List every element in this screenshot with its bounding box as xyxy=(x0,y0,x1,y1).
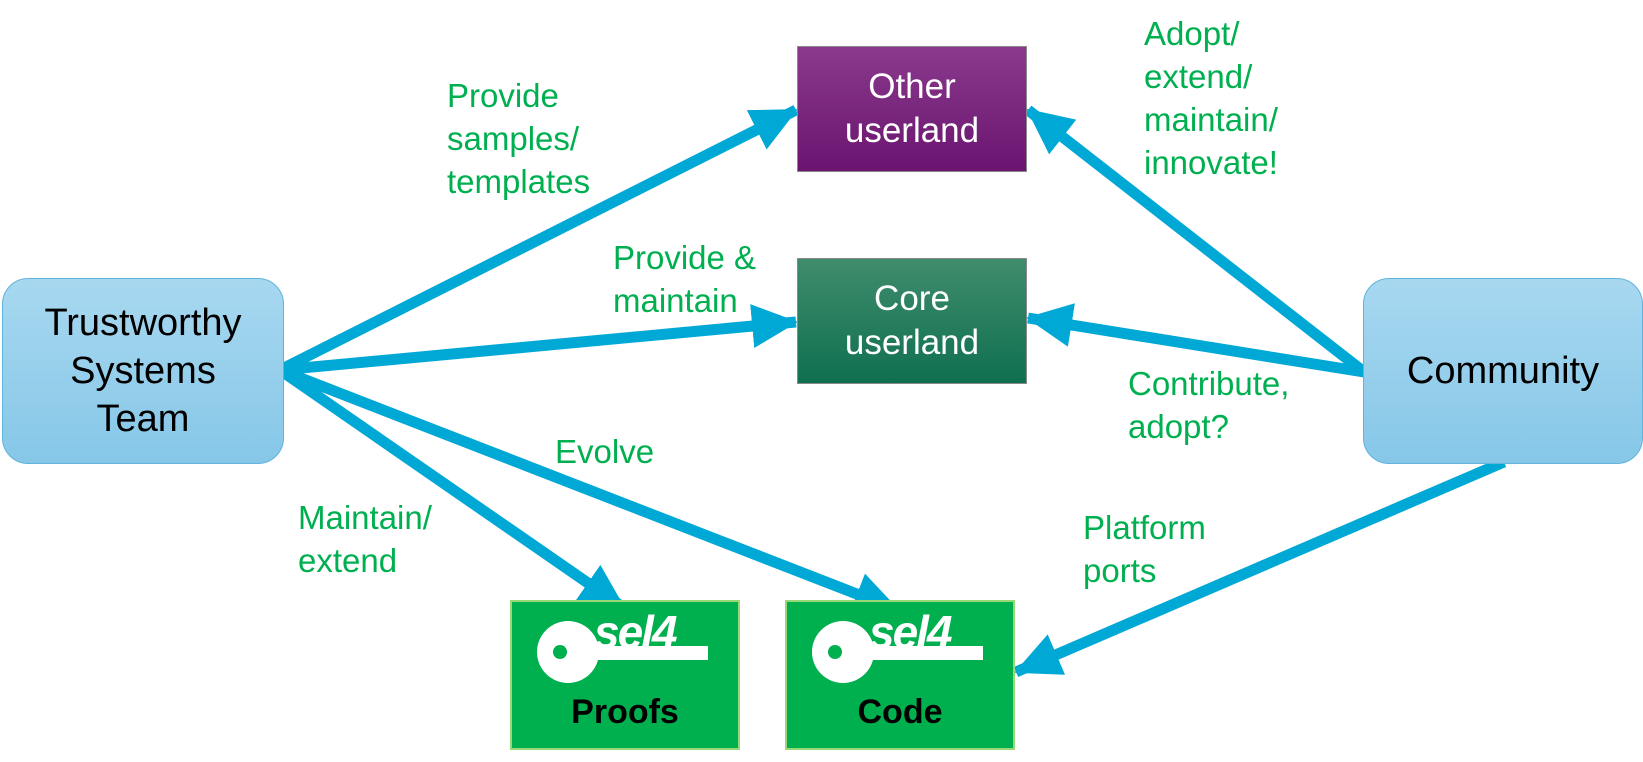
label-provide-samples: Provide samples/ templates xyxy=(447,77,591,200)
arrow-tst-to-core-userland xyxy=(279,304,798,376)
arrow-tst-to-proofs xyxy=(276,365,628,613)
other-userland-node: Other userland xyxy=(797,46,1027,172)
proofs-caption: Proofs xyxy=(571,693,679,731)
label-contribute-adopt: Contribute, adopt? xyxy=(1128,365,1290,445)
sel4-code-node: sel4 Code xyxy=(785,600,1015,750)
sel4-key-logo: sel4 xyxy=(812,606,983,683)
label-platform-ports: Platform ports xyxy=(1083,509,1206,589)
label-provide-maintain: Provide & maintain xyxy=(613,239,757,319)
community-node: Community xyxy=(1363,278,1643,464)
sel4-proofs-node: sel4 Proofs xyxy=(510,600,740,750)
code-caption: Code xyxy=(857,693,943,731)
trustworthy-systems-team-node: Trustworthy Systems Team xyxy=(2,278,284,464)
core-userland-node: Core userland xyxy=(797,258,1027,384)
label-maintain-extend: Maintain/ extend xyxy=(298,499,432,579)
label-evolve: Evolve xyxy=(555,433,655,470)
sel4-key-logo: sel4 xyxy=(537,606,708,683)
arrow-tst-to-other-userland xyxy=(277,105,799,375)
arrow-community-to-code xyxy=(1013,456,1507,678)
label-adopt-extend: Adopt/ extend/ maintain/ innovate! xyxy=(1144,15,1278,181)
arrow-tst-to-code xyxy=(278,364,900,616)
arrow-community-to-core-userland xyxy=(1026,303,1365,378)
arrow-community-to-other-userland xyxy=(1024,105,1368,377)
sel4-logo-text: sel4 xyxy=(594,606,677,658)
sel4-logo-text: sel4 xyxy=(869,606,952,658)
